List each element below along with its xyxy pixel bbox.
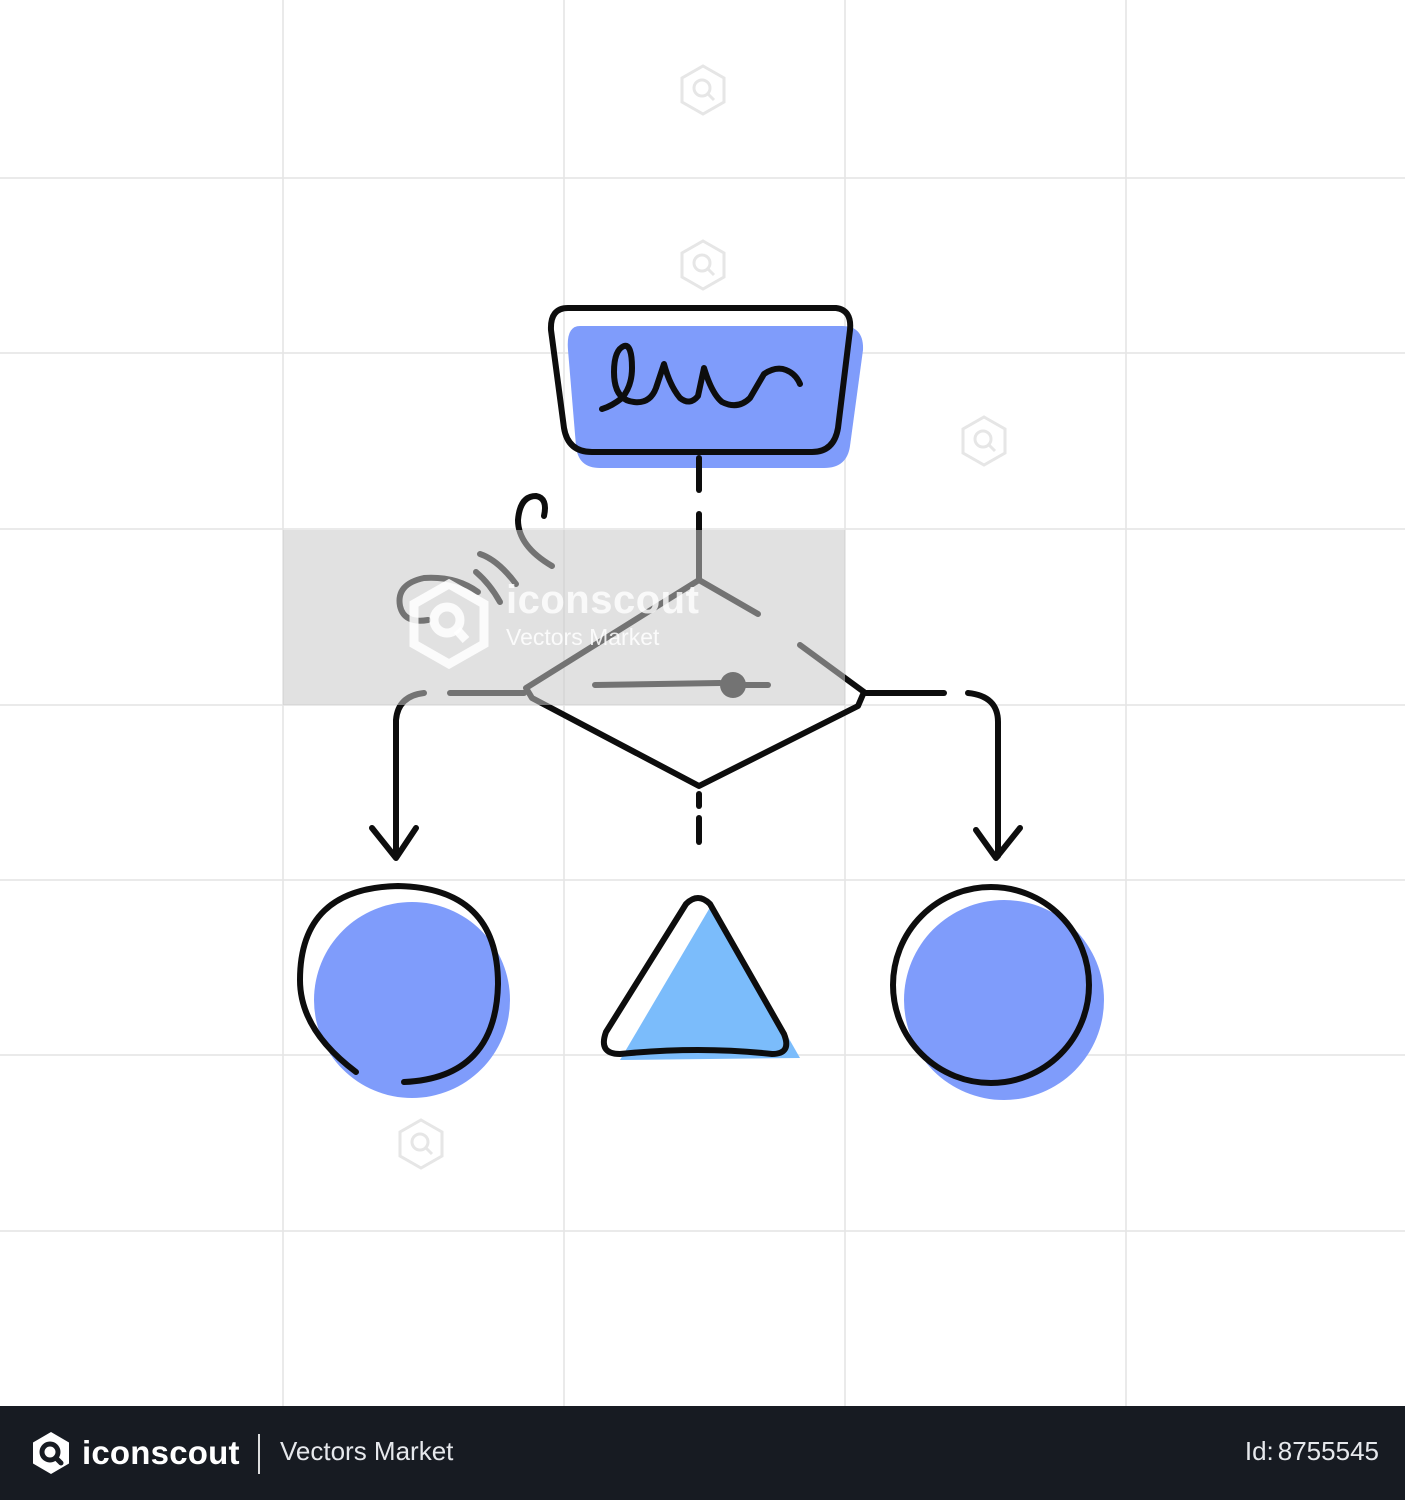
watermark-logo-icon [0,0,1405,1406]
footer-brand[interactable]: iconscout [28,1428,240,1478]
connector-decision-to-right [863,690,1023,861]
start-node [547,305,864,468]
illustration-canvas: iconscout Vectors Market [0,0,1405,1406]
watermark-band [283,530,845,705]
footer-id-label: Id: [1244,1436,1274,1466]
iconscout-logo-icon [33,1432,69,1474]
left-circle-node [296,882,510,1098]
watermark-search-icon [680,239,726,291]
footer-asset-id: Id:8755545 [1245,1436,1379,1467]
watermark-search-icon [680,64,726,116]
footer-brand-name: iconscout [82,1434,240,1471]
watermark-search-icon [961,415,1007,467]
footer-divider [258,1434,260,1474]
watermark-brand-text: iconscout [506,578,700,622]
right-circle-node [890,884,1104,1100]
watermark-author-text: Vectors Market [506,624,660,650]
scribble-icon [599,342,803,412]
watermark-search-icon [398,1118,444,1170]
footer-bar: iconscout Vectors Market Id:8755545 [0,1406,1405,1500]
footer-author-link[interactable]: Vectors Market [280,1436,454,1466]
middle-triangle-node [600,895,800,1060]
footer-id-value: 8755545 [1277,1436,1379,1466]
